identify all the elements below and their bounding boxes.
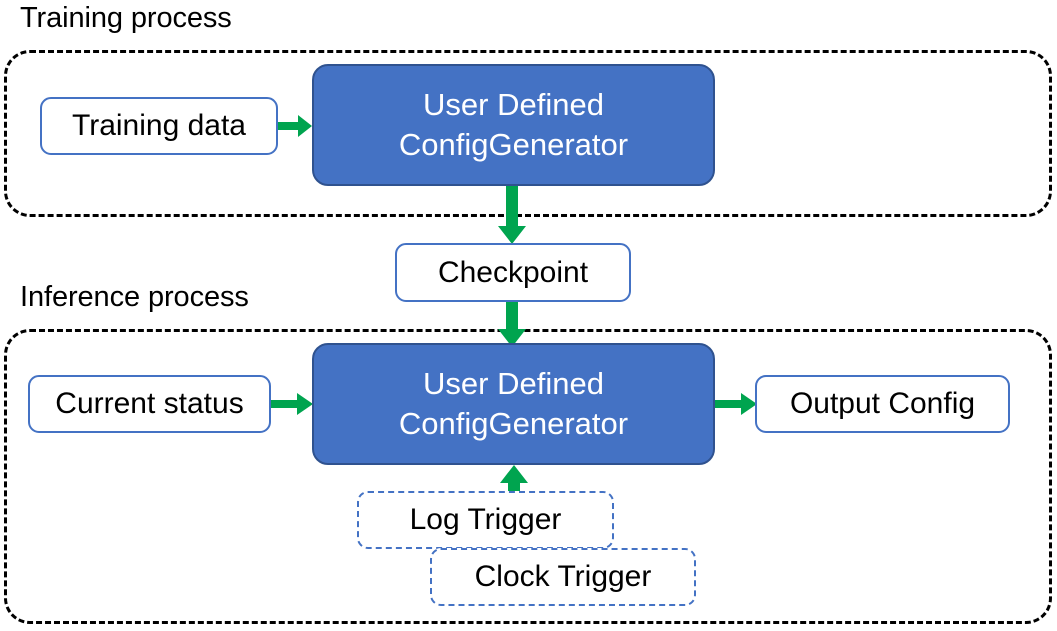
node-current-status-label: Current status: [55, 387, 244, 421]
training-process-container: [4, 50, 1052, 217]
arrow-checkpoint-to-infer-generator: [498, 302, 528, 348]
node-train-config-generator[interactable]: User Defined ConfigGenerator: [312, 64, 715, 186]
node-current-status[interactable]: Current status: [28, 375, 271, 433]
node-log-trigger[interactable]: Log Trigger: [357, 491, 614, 549]
node-infer-config-generator[interactable]: User Defined ConfigGenerator: [312, 343, 715, 465]
arrow-log-trigger-to-infer-generator: [500, 465, 530, 497]
inference-process-caption: Inference process: [20, 281, 249, 313]
node-output-config[interactable]: Output Config: [755, 375, 1010, 433]
node-train-config-generator-label: User Defined ConfigGenerator: [398, 87, 629, 162]
node-output-config-label: Output Config: [789, 387, 976, 421]
node-clock-trigger-label: Clock Trigger: [474, 560, 652, 594]
node-checkpoint-label: Checkpoint: [437, 255, 589, 289]
inference-process-container: [4, 329, 1052, 624]
arrow-infer-generator-to-output-config: [715, 390, 759, 418]
node-clock-trigger[interactable]: Clock Trigger: [430, 548, 696, 606]
training-process-caption: Training process: [20, 2, 232, 34]
arrow-current-status-to-infer-generator: [271, 390, 315, 418]
node-checkpoint[interactable]: Checkpoint: [395, 243, 631, 302]
node-training-data-label: Training data: [72, 109, 246, 143]
node-training-data[interactable]: Training data: [40, 97, 278, 155]
arrow-train-generator-to-checkpoint: [498, 186, 528, 246]
arrow-training-data-to-generator: [278, 112, 314, 140]
node-infer-config-generator-label: User Defined ConfigGenerator: [398, 366, 629, 441]
node-log-trigger-label: Log Trigger: [409, 503, 562, 537]
